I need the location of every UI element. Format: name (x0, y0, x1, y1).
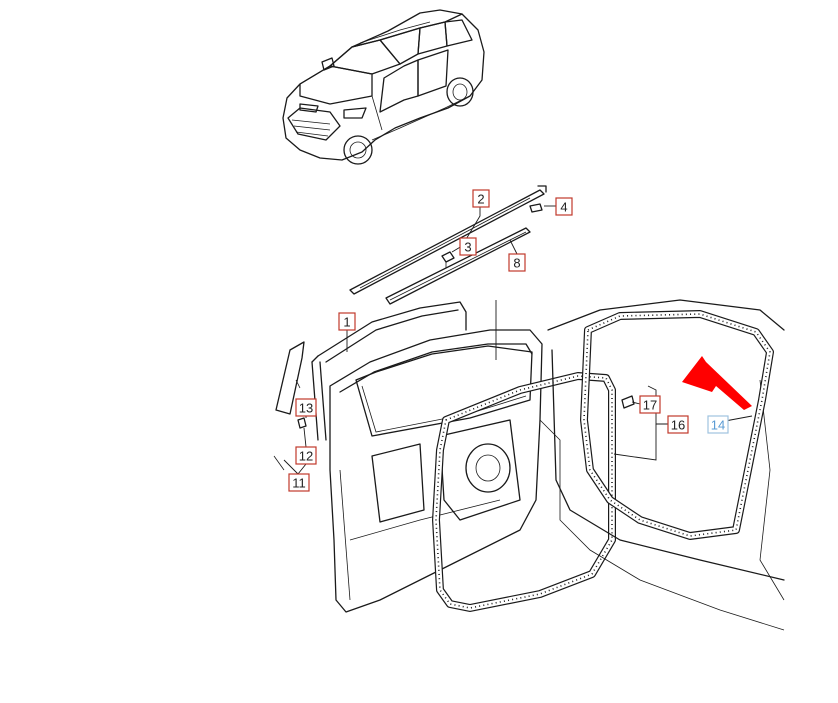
svg-text:1: 1 (343, 315, 350, 330)
svg-text:8: 8 (513, 256, 520, 271)
callout-2[interactable]: 2 (472, 189, 490, 208)
callout-4[interactable]: 4 (555, 197, 573, 216)
callout-16[interactable]: 16 (667, 415, 689, 434)
front-door-exploded-view (273, 185, 785, 631)
car-door-icon (273, 185, 785, 631)
callout-8[interactable]: 8 (508, 253, 526, 272)
callout-17[interactable]: 17 (639, 395, 661, 414)
window-sealing-strip (385, 227, 531, 305)
clip-part (441, 251, 455, 268)
svg-text:4: 4 (560, 200, 567, 215)
svg-text:17: 17 (643, 398, 657, 413)
window-channel-strip (349, 185, 547, 295)
callout-14[interactable]: 14 (707, 415, 729, 434)
vehicle-overview-illustration (282, 9, 485, 165)
svg-text:13: 13 (299, 401, 313, 416)
svg-text:12: 12 (299, 449, 313, 464)
bracket-part (529, 203, 543, 213)
callout-11[interactable]: 11 (288, 473, 310, 492)
body-door-opening (539, 299, 785, 631)
svg-text:14: 14 (711, 418, 725, 433)
callout-13[interactable]: 13 (295, 398, 317, 417)
callouts: 1 2 3 4 8 11 12 13 (288, 189, 729, 492)
svg-text:16: 16 (671, 418, 685, 433)
pillar-trim (273, 341, 307, 471)
svg-text:11: 11 (292, 476, 306, 491)
svg-text:3: 3 (464, 240, 471, 255)
door-shell (329, 300, 543, 613)
arrow-icon (682, 356, 752, 410)
callout-12[interactable]: 12 (295, 446, 317, 465)
suv-icon (282, 9, 485, 165)
leader-lines (283, 205, 753, 475)
svg-text:2: 2 (477, 192, 484, 207)
seal-clip (621, 395, 635, 409)
callout-1[interactable]: 1 (338, 312, 356, 331)
callout-3[interactable]: 3 (459, 237, 477, 256)
